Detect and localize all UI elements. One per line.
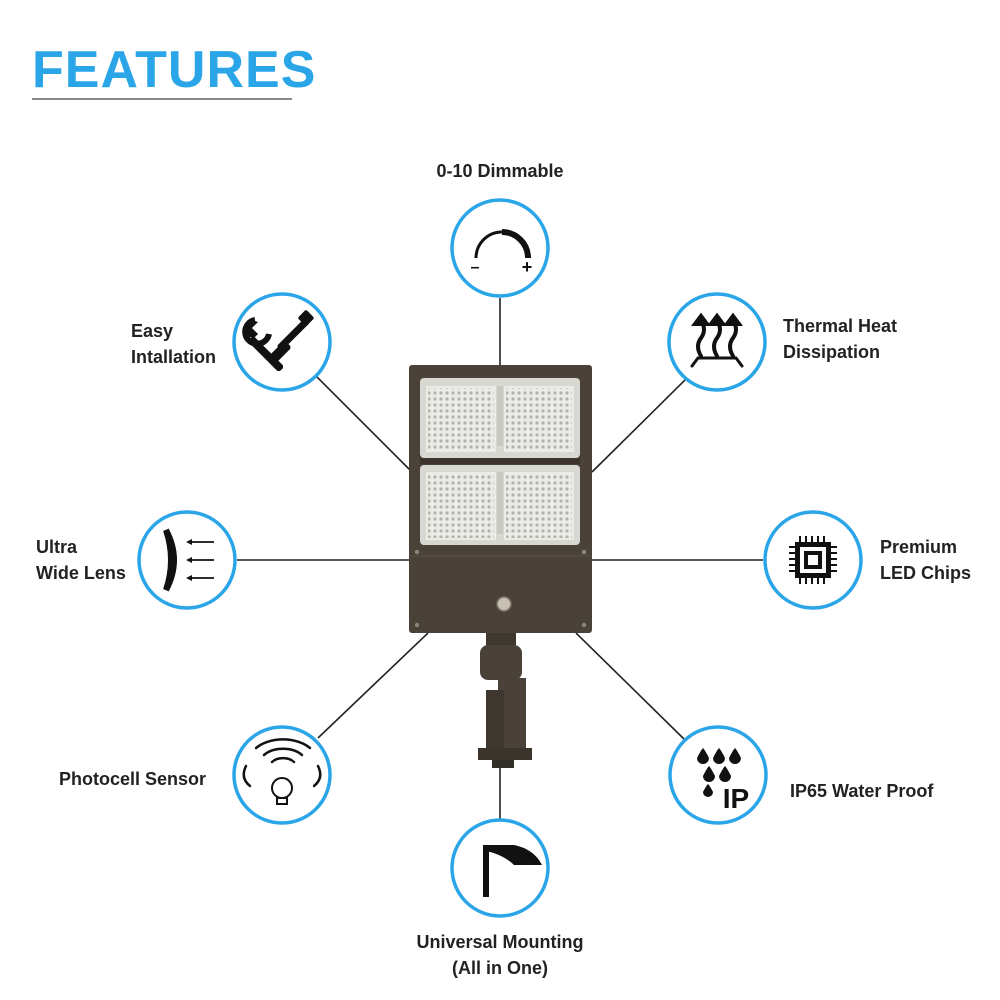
- photocell: [496, 596, 512, 612]
- mount-knuckle: [480, 645, 522, 680]
- connector-waterproof: [575, 632, 686, 741]
- wide-lens-icon: [163, 528, 214, 592]
- feature-label-thermal: Thermal Heat Dissipation: [783, 316, 898, 362]
- connector-photocell: [317, 632, 429, 739]
- title-underline: [32, 98, 292, 100]
- dimmer-icon: – +: [471, 229, 533, 277]
- mounting-icon: [483, 845, 542, 897]
- tools-icon: [242, 310, 314, 372]
- connector-installation: [314, 374, 411, 471]
- feature-label-lens: Ultra Wide Lens: [36, 537, 126, 583]
- connector-lines: [237, 298, 763, 822]
- feature-label-easy-installation: Easy Intallation: [131, 321, 216, 367]
- feature-label-chips: Premium LED Chips: [880, 537, 972, 583]
- water-proof-icon: IP: [697, 748, 749, 814]
- page-title: FEATURES: [32, 41, 317, 99]
- connector-thermal: [591, 379, 686, 473]
- feature-label-dimmable: 0-10 Dimmable: [436, 161, 564, 181]
- ip-badge: IP: [723, 783, 749, 814]
- minus-sign: –: [471, 259, 480, 276]
- heat-dissipation-icon: [690, 312, 744, 368]
- feature-label-waterproof: IP65 Water Proof: [790, 781, 934, 801]
- product-image: [409, 365, 592, 768]
- photocell-sensor-icon: [242, 738, 322, 805]
- feature-label-mounting: Universal Mounting (All in One): [416, 932, 584, 978]
- slip-fitter: [478, 748, 532, 760]
- plus-sign: +: [522, 257, 533, 277]
- feature-label-photocell: Photocell Sensor: [59, 769, 207, 789]
- led-chip-icon: [789, 536, 837, 584]
